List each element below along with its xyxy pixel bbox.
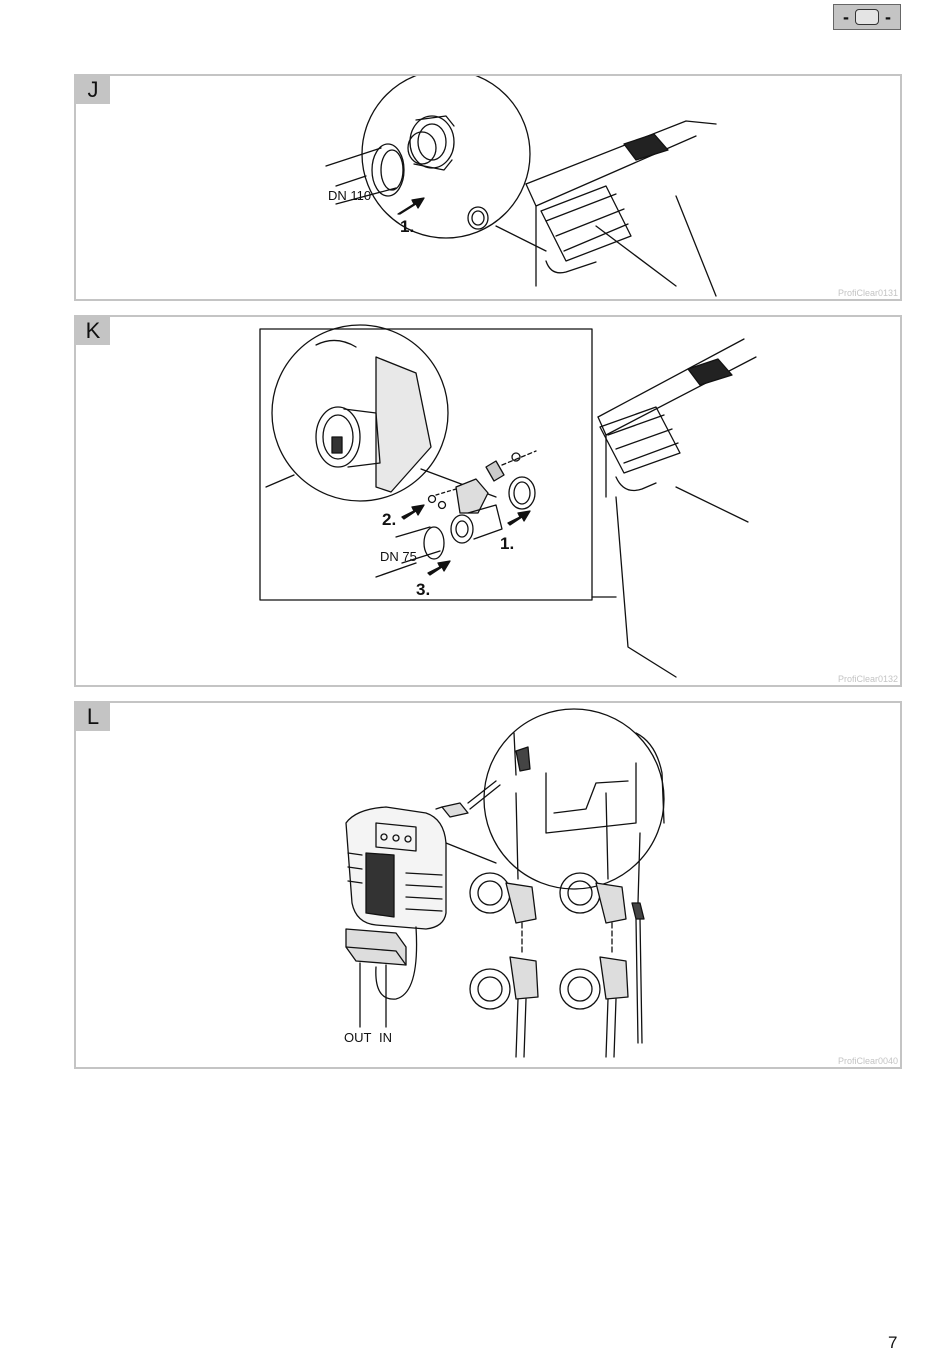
figure-code-j: ProfiClear0131 <box>837 288 898 298</box>
figure-panel-k: K <box>74 315 902 687</box>
language-flag-icon <box>855 9 879 25</box>
badge-right-mark: - <box>885 6 891 27</box>
panel-letter-j: J <box>76 76 110 104</box>
figure-panel-j: J DN 110 1. ProfiClear01 <box>74 74 902 301</box>
label-dn110: DN 110 <box>328 188 371 203</box>
label-in: IN <box>379 1030 392 1045</box>
figure-code-l: ProfiClear0040 <box>837 1056 898 1066</box>
panel-letter-l: L <box>76 703 110 731</box>
label-out: OUT <box>344 1030 372 1045</box>
label-dn75: DN 75 <box>380 549 417 564</box>
page-number: 7 <box>888 1333 898 1352</box>
illustration-j: DN 110 1. <box>325 76 717 297</box>
figure-code-k: ProfiClear0132 <box>837 674 898 684</box>
label-step1-j: 1. <box>400 217 414 236</box>
panel-letter-k: K <box>76 317 110 345</box>
illustration-k: 2. 1. DN 75 3. <box>259 324 757 678</box>
language-badge: - - <box>833 4 901 30</box>
label-step2-k: 2. <box>382 510 396 529</box>
figure-panel-l: L <box>74 701 902 1069</box>
badge-left-mark: - <box>843 6 849 27</box>
label-step3-k: 3. <box>416 580 430 599</box>
label-step1-k: 1. <box>500 534 514 553</box>
illustration-l: OUT IN <box>344 708 665 1058</box>
